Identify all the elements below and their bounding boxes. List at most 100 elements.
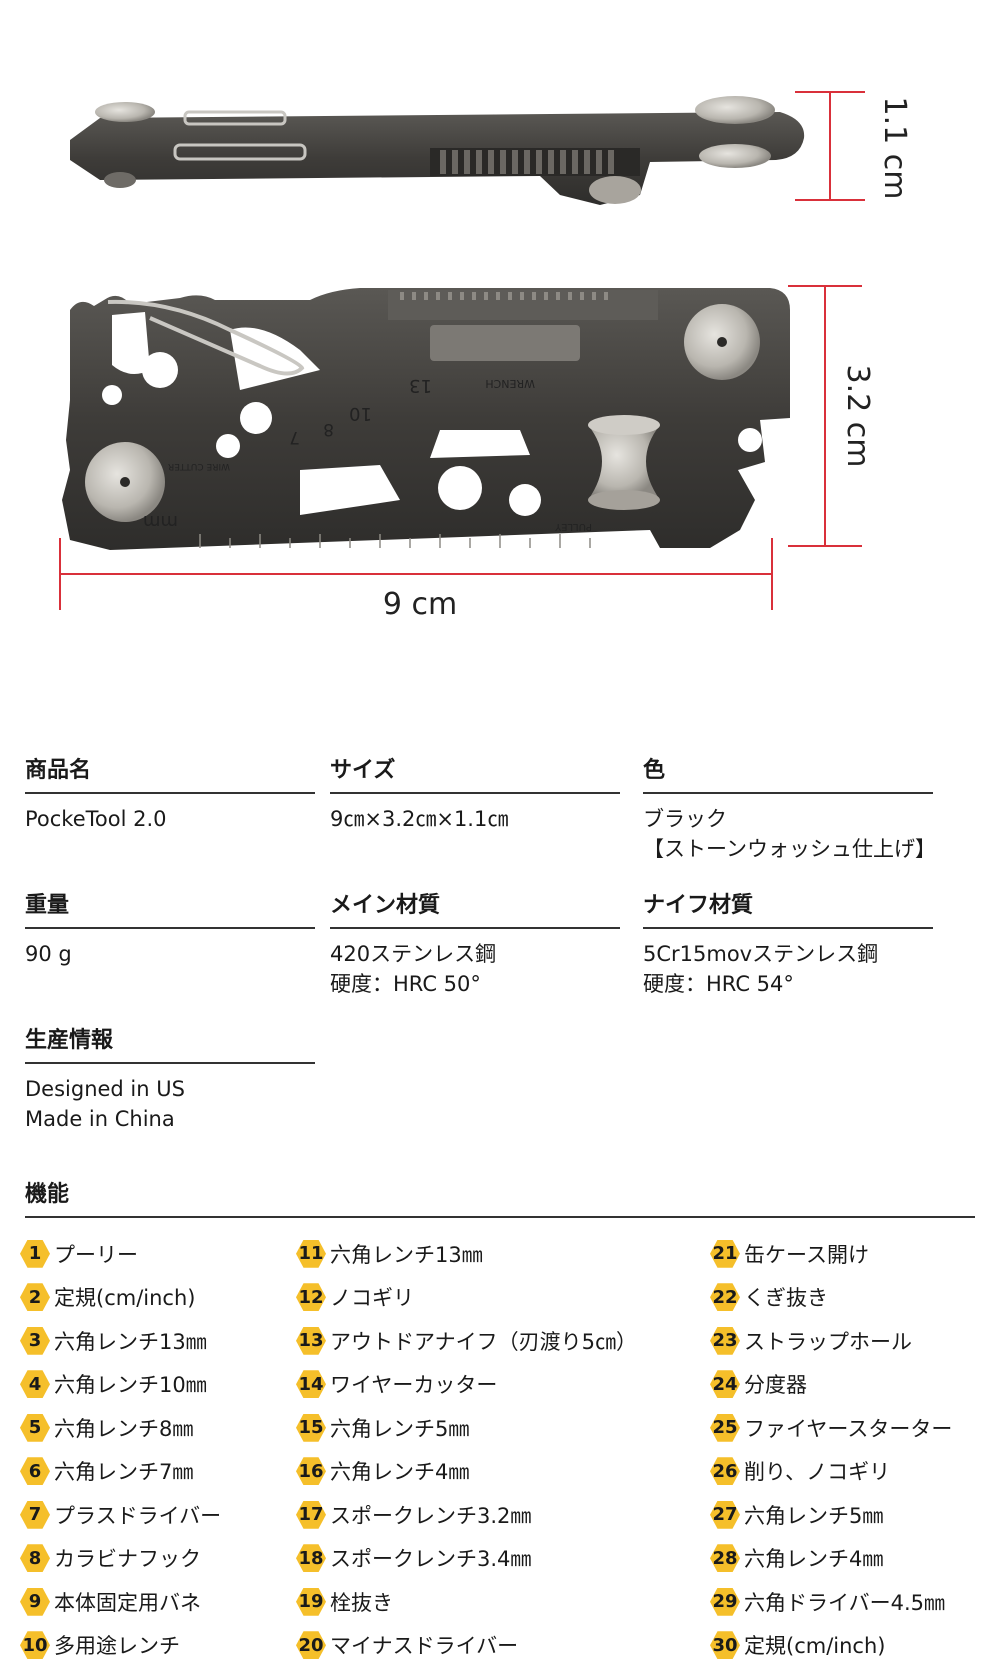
feature-label: カラビナフック	[54, 1547, 201, 1572]
feature-label: 本体固定用バネ	[54, 1590, 201, 1615]
spec-value: ブラック 【ストーンウォッシュ仕上げ】	[643, 807, 936, 861]
number-badge: 22	[710, 1283, 740, 1312]
spec-label: 生産情報	[25, 1022, 315, 1064]
feature-label: 六角レンチ13㎜	[330, 1242, 483, 1267]
spec-knife-material: ナイフ材質 5Cr15movステンレス鋼 硬度：HRC 54°	[643, 887, 933, 999]
feature-label: ワイヤーカッター	[330, 1373, 498, 1398]
feature-label: スポークレンチ3.4㎜	[330, 1547, 532, 1572]
number-badge: 17	[296, 1500, 326, 1529]
feature-label: ファイヤースターター	[744, 1416, 953, 1441]
spec-value: Designed in US Made in China	[25, 1077, 185, 1131]
feature-label: 六角レンチ8㎜	[54, 1416, 194, 1441]
thickness-label: 1.1 cm	[877, 97, 912, 200]
number-badge: 2	[20, 1283, 50, 1312]
hex-8-text: 8	[323, 419, 334, 439]
length-label: 9 cm	[383, 587, 457, 622]
number-badge: 7	[20, 1500, 50, 1529]
width-dimension-line	[788, 285, 862, 547]
width-label: 3.2 cm	[840, 365, 875, 468]
wire-cutter-text: WIRE CUTTER	[168, 461, 230, 471]
number-badge: 28	[710, 1544, 740, 1573]
feature-label: ストラップホール	[744, 1329, 912, 1354]
number-badge: 30	[710, 1631, 740, 1660]
number-badge: 29	[710, 1587, 740, 1616]
number-badge: 26	[710, 1457, 740, 1486]
feature-label: マイナスドライバー	[330, 1634, 519, 1659]
features-heading: 機能	[25, 1176, 975, 1218]
number-badge: 3	[20, 1326, 50, 1355]
feature-label: 削り、ノコギリ	[744, 1460, 891, 1485]
feature-label: アウトドアナイフ（刃渡り5㎝）	[330, 1329, 637, 1354]
spec-production: 生産情報 Designed in US Made in China	[25, 1022, 315, 1134]
hex-13-text: 13	[409, 375, 432, 396]
number-badge: 18	[296, 1544, 326, 1573]
feature-label: ノコギリ	[330, 1286, 414, 1311]
feature-label: 多用途レンチ	[54, 1634, 180, 1659]
number-badge: 5	[20, 1413, 50, 1442]
spec-product-name: 商品名 PockeTool 2.0	[25, 752, 315, 834]
feature-label: 六角ドライバー4.5㎜	[744, 1590, 945, 1615]
feature-label: 定規(cm/inch)	[744, 1634, 886, 1659]
spec-value: 90 g	[25, 942, 72, 966]
hex-7-text: 7	[289, 427, 300, 447]
spec-weight: 重量 90 g	[25, 887, 315, 969]
feature-label: 定規(cm/inch)	[54, 1286, 196, 1311]
spec-main-material: メイン材質 420ステンレス鋼 硬度：HRC 50°	[330, 887, 620, 999]
feature-label: プーリー	[54, 1242, 138, 1267]
number-badge: 4	[20, 1370, 50, 1399]
ruler-unit-text: mm	[143, 511, 178, 532]
number-badge: 13	[296, 1326, 326, 1355]
number-badge: 11	[296, 1239, 326, 1268]
spec-label: 商品名	[25, 752, 315, 794]
feature-label: くぎ抜き	[744, 1286, 828, 1311]
wrench-text: WRENCH	[485, 377, 535, 390]
spec-label: 重量	[25, 887, 315, 929]
spec-label: メイン材質	[330, 887, 620, 929]
spec-label: サイズ	[330, 752, 620, 794]
spec-value: PockeTool 2.0	[25, 807, 167, 831]
number-badge: 25	[710, 1413, 740, 1442]
number-badge: 10	[20, 1631, 50, 1660]
feature-label: 栓抜き	[330, 1590, 393, 1615]
thickness-dimension-line	[795, 91, 865, 201]
spec-value: 420ステンレス鋼 硬度：HRC 50°	[330, 942, 497, 996]
feature-label: 六角レンチ7㎜	[54, 1460, 194, 1485]
feature-label: 缶ケース開け	[744, 1242, 869, 1267]
number-badge: 14	[296, 1370, 326, 1399]
tool-side-view	[70, 96, 805, 205]
feature-label: スポークレンチ3.2㎜	[330, 1503, 532, 1528]
spec-label: 色	[643, 752, 933, 794]
feature-label: 六角レンチ13㎜	[54, 1329, 207, 1354]
feature-label: 六角レンチ5㎜	[330, 1416, 470, 1441]
number-badge: 12	[296, 1283, 326, 1312]
spec-label: ナイフ材質	[643, 887, 933, 929]
number-badge: 24	[710, 1370, 740, 1399]
spec-value: 5Cr15movステンレス鋼 硬度：HRC 54°	[643, 942, 879, 996]
feature-label: 六角レンチ5㎜	[744, 1503, 884, 1528]
